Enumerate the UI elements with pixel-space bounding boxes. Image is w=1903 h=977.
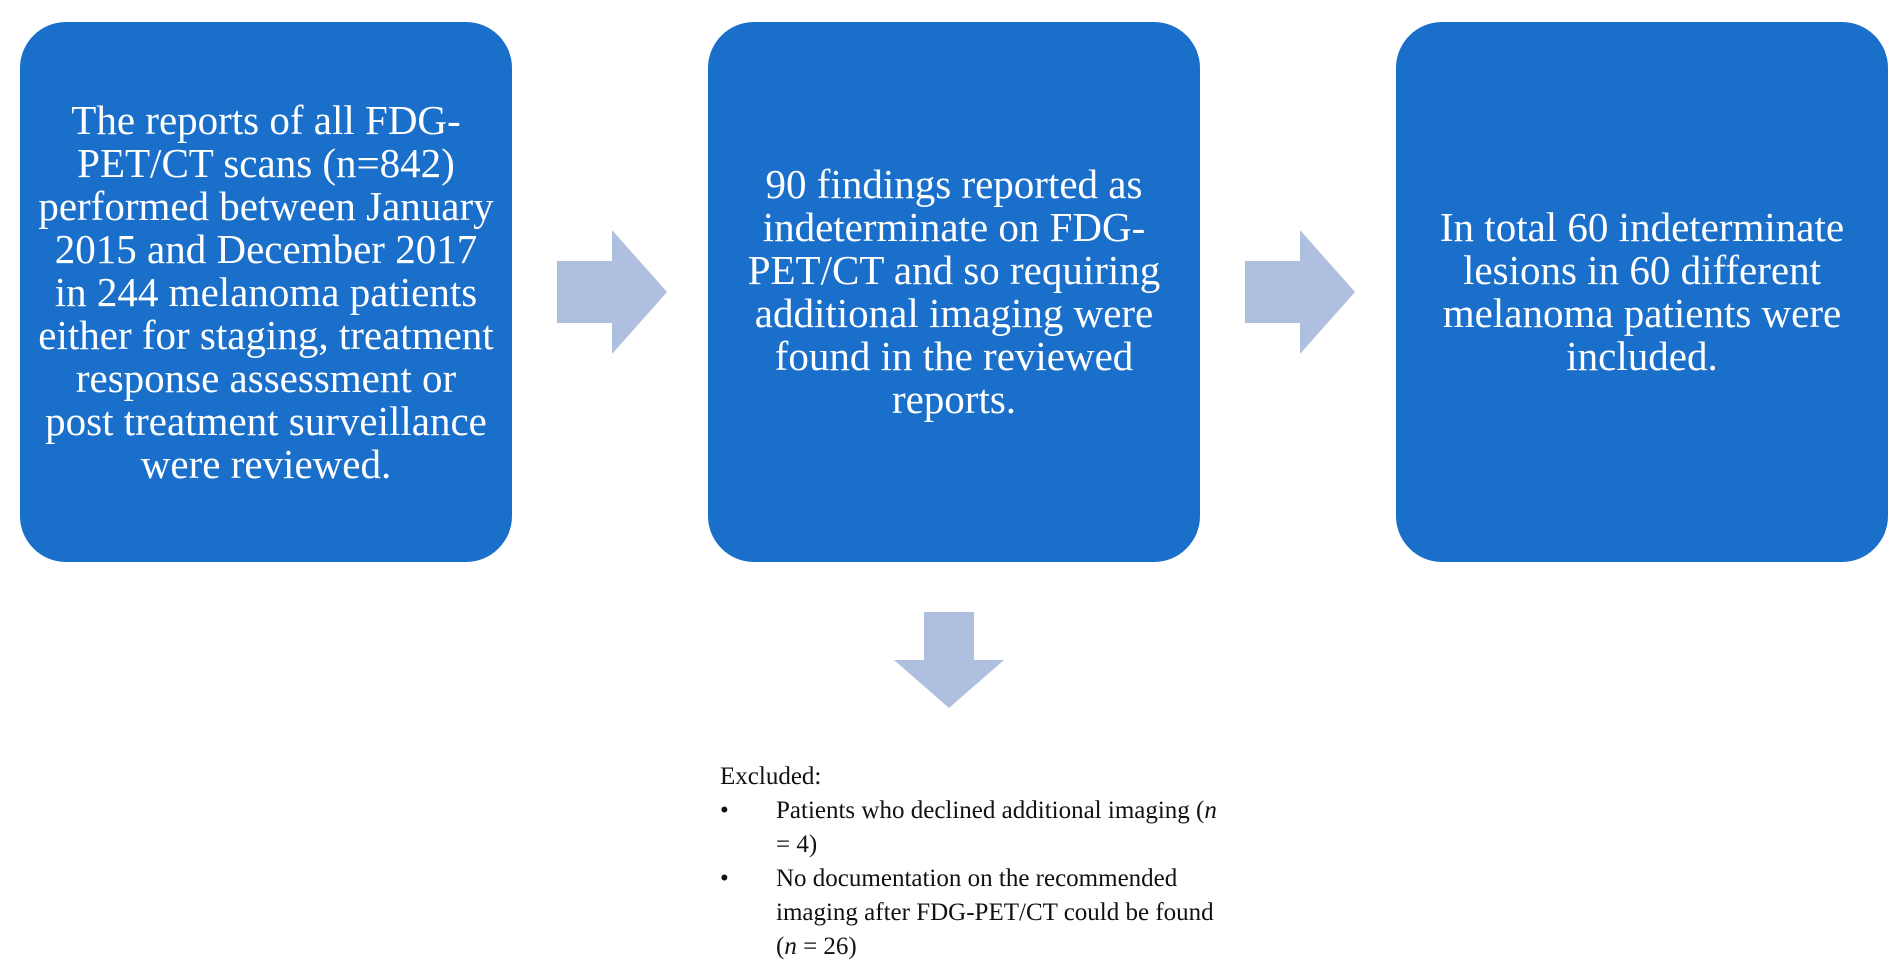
- excluded-list: Excluded: • Patients who declined additi…: [720, 760, 1220, 964]
- excluded-title: Excluded:: [720, 763, 822, 790]
- step-box-included-lesions: In total 60 indeterminate lesions in 60 …: [1396, 22, 1888, 562]
- right-arrow-icon: [557, 230, 667, 354]
- excluded-item-n-label: n: [784, 933, 797, 960]
- bullet-icon: •: [720, 865, 729, 892]
- step-box-included-lesions-text: In total 60 indeterminate lesions in 60 …: [1439, 204, 1845, 379]
- step-box-reviewed-reports-text: The reports of all FDG-PET/CT scans (n=8…: [38, 96, 494, 487]
- excluded-item-text: Patients who declined additional imaging…: [776, 797, 1205, 824]
- excluded-item-n-label: n: [1204, 797, 1217, 824]
- step-box-reviewed-reports: The reports of all FDG-PET/CT scans (n=8…: [20, 22, 512, 562]
- excluded-item-text: No documentation on the recommended imag…: [776, 865, 1214, 960]
- right-arrow-icon: [1245, 230, 1355, 354]
- excluded-item: • Patients who declined additional imagi…: [720, 794, 1220, 862]
- excluded-item: • No documentation on the recommended im…: [720, 862, 1220, 964]
- down-arrow-icon: [894, 612, 1004, 708]
- step-box-indeterminate-findings-text: 90 findings reported as indeterminate on…: [747, 161, 1161, 422]
- step-box-indeterminate-findings: 90 findings reported as indeterminate on…: [708, 22, 1200, 562]
- excluded-item-n-value: = 26): [796, 933, 857, 960]
- excluded-item-n-value: = 4): [776, 831, 818, 858]
- bullet-icon: •: [720, 797, 729, 824]
